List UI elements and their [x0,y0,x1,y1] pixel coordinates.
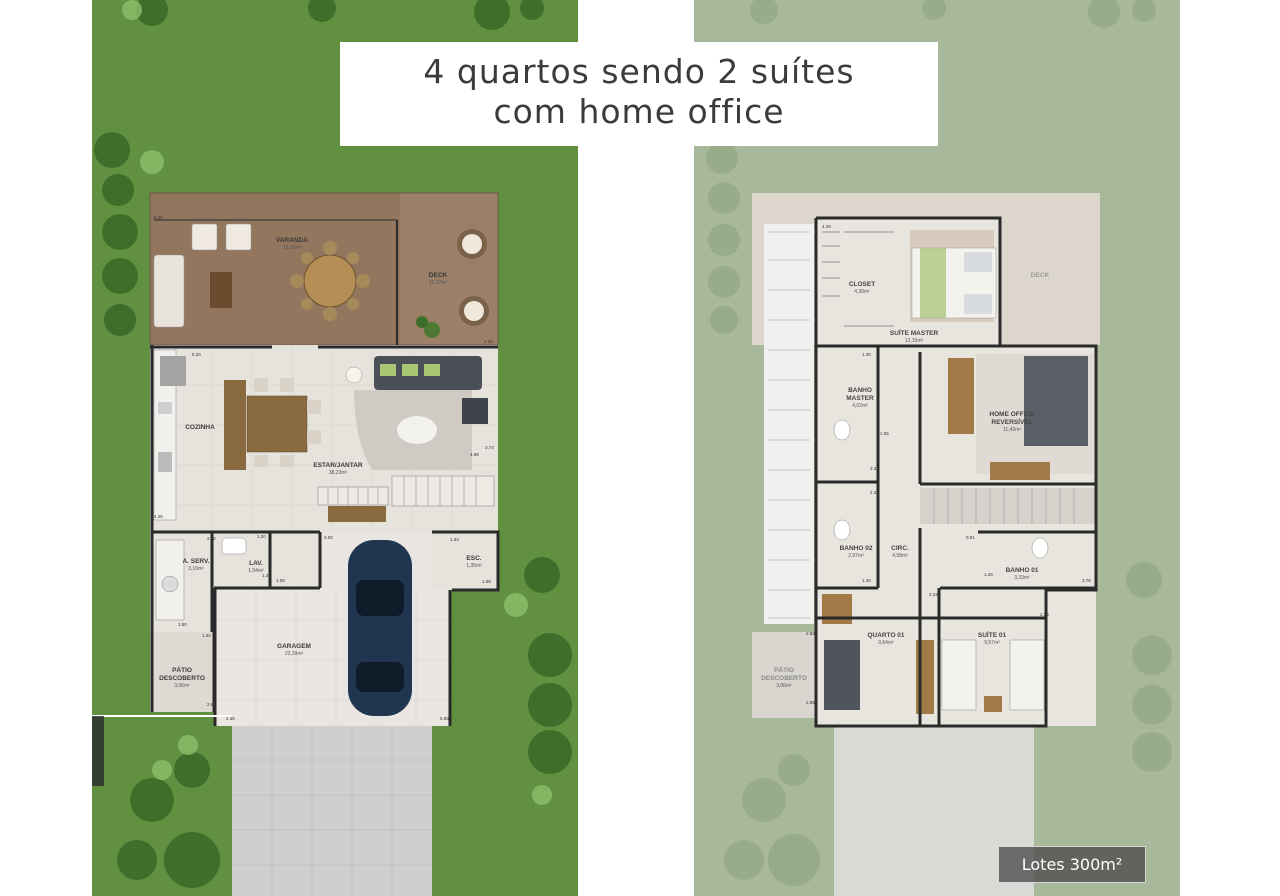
dim-label: 1.30 [862,352,871,357]
dim-label: 2.78 [1082,578,1091,583]
dim-label: 6.20 [192,352,201,357]
dim-label: 3.39 [870,466,879,471]
room-deck-upper: DECK [1030,272,1050,279]
dim-label: 3.00 [324,535,333,540]
headline-line-2: com home office [493,92,785,131]
upper-floor-drawing [694,0,1180,896]
room-circulacao: CIRC.4,58m² [891,545,909,559]
dim-label: 1.39 [262,573,271,578]
dim-label: 4.29 [822,224,831,229]
dim-label: 2.88 [207,702,216,707]
dim-label: 1.09 [482,579,491,584]
dim-label: 2.82 [806,631,815,636]
dim-label: 1.32 [202,633,211,638]
dim-label: 4.68 [470,452,479,457]
dim-label: 1.30 [862,578,871,583]
headline-line-1: 4 quartos sendo 2 suítes [423,52,855,91]
headline-box: 4 quartos sendo 2 suítes com home office [340,42,938,146]
dim-label: 3.74 [485,445,494,450]
dim-label: 2.30 [484,339,493,344]
dim-label: 1.50 [178,622,187,627]
room-cozinha: COZINHA [185,424,215,431]
dim-label: 3.22 [929,592,938,597]
dim-label: 2.38 [870,490,879,495]
dim-label: 2.35 [226,716,235,721]
dim-label: 1.55 [880,431,889,436]
dim-label: 2.23 [1040,612,1049,617]
room-escada: ESC.1,35m² [466,555,482,569]
room-area-servico: A. SERV.3,16m² [182,558,210,572]
dim-label: 5.88 [440,716,449,721]
dim-label: 4.25 [154,514,163,519]
dim-label: 0.91 [966,535,975,540]
dim-label: 2.42 [207,536,216,541]
dim-label: 1.20 [257,534,266,539]
lot-size-badge: Lotes 300m² [998,846,1146,883]
ground-floor-drawing [92,0,578,896]
dim-label: 1.28 [984,572,993,577]
dim-label: 1.33 [450,537,459,542]
room-lavabo: LAV.1,54m² [248,560,264,574]
dim-label: 2.55 [806,700,815,705]
dim-label: 5.46 [154,215,163,220]
dim-label: 1.06 [276,578,285,583]
